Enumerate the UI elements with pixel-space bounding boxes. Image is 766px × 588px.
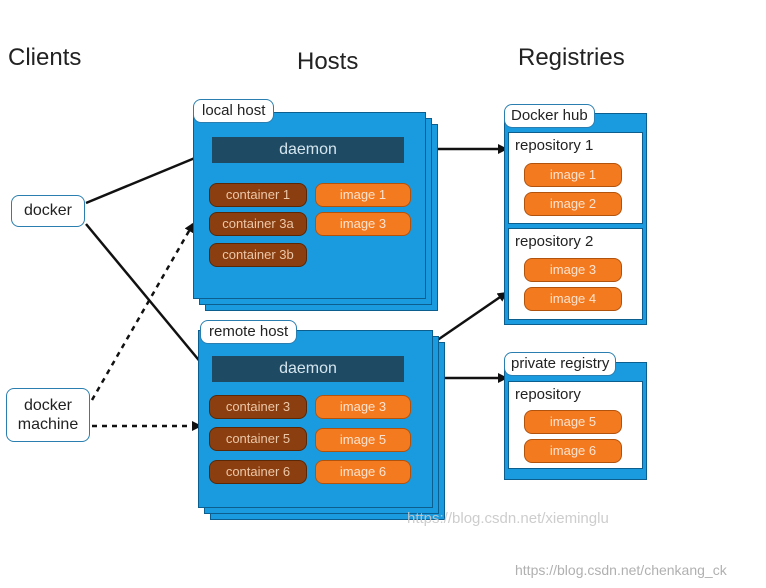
- arrow-machine-to-local-host: [90, 222, 195, 401]
- docker-hub-label: Docker hub: [504, 104, 595, 128]
- local-container-3b: container 3b: [209, 243, 307, 267]
- local-image-3: image 3: [315, 212, 411, 236]
- repository-2-title: repository 2: [515, 233, 594, 250]
- docker-machine-client: docker machine: [6, 388, 90, 442]
- remote-container-6: container 6: [209, 460, 307, 484]
- repository-1-title: repository 1: [515, 137, 594, 154]
- hub-repo2-image-4: image 4: [524, 287, 622, 311]
- remote-image-5: image 5: [315, 428, 411, 452]
- arrow-docker-to-remote-daemon: [85, 223, 209, 372]
- remote-host-daemon: daemon: [212, 356, 404, 382]
- hub-repo1-image-2: image 2: [524, 192, 622, 216]
- hub-repo2-image-3: image 3: [524, 258, 622, 282]
- docker-client: docker: [11, 195, 85, 227]
- docker-machine-label: docker machine: [17, 396, 79, 433]
- remote-image-3: image 3: [315, 395, 411, 419]
- watermark-outer: https://blog.csdn.net/chenkang_ck: [515, 562, 727, 578]
- local-container-1: container 1: [209, 183, 307, 207]
- private-registry-label: private registry: [504, 352, 617, 376]
- local-host-daemon: daemon: [212, 137, 404, 163]
- arrow-docker-to-local-daemon: [85, 151, 209, 205]
- docker-client-label: docker: [23, 202, 73, 220]
- remote-image-6: image 6: [315, 460, 411, 484]
- registries-heading: Registries: [518, 44, 625, 71]
- remote-container-3: container 3: [209, 395, 307, 419]
- local-host-label: local host: [193, 99, 275, 123]
- remote-host-label: remote host: [200, 320, 298, 344]
- private-image-6: image 6: [524, 439, 622, 463]
- local-image-1: image 1: [315, 183, 411, 207]
- hub-repo1-image-1: image 1: [524, 163, 622, 187]
- watermark-inner: https://blog.csdn.net/xieminglu: [407, 510, 609, 527]
- hosts-heading: Hosts: [297, 48, 359, 75]
- private-image-5: image 5: [524, 410, 622, 434]
- clients-heading: Clients: [8, 44, 82, 71]
- remote-container-5: container 5: [209, 427, 307, 451]
- local-container-3a: container 3a: [209, 212, 307, 236]
- private-repository-title: repository: [515, 386, 581, 403]
